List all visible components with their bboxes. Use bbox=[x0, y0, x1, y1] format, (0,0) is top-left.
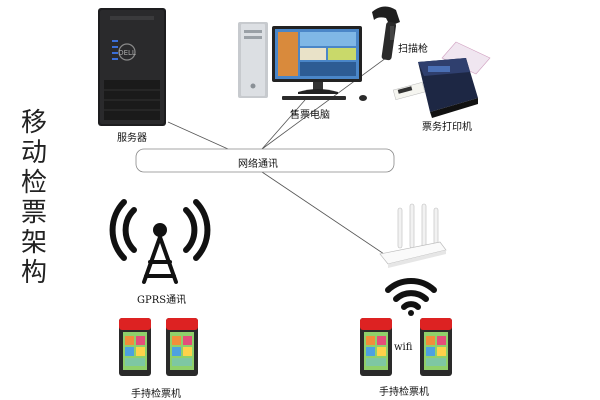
server-icon: DELL bbox=[98, 8, 166, 126]
gprs-label: GPRS通讯 bbox=[137, 295, 187, 306]
connection-lines bbox=[167, 54, 391, 259]
handheld-device-left-2 bbox=[166, 318, 198, 376]
title-char: 动 bbox=[20, 138, 47, 168]
handheld-device-left-1 bbox=[119, 318, 151, 376]
handheld-device-right-2 bbox=[420, 318, 452, 376]
title-char: 票 bbox=[20, 198, 47, 228]
pc-tower-icon bbox=[238, 22, 268, 98]
network-box bbox=[135, 148, 395, 173]
scanner-icon bbox=[372, 6, 400, 61]
wifi-label: wifi bbox=[394, 342, 413, 353]
network-label: 网络通讯 bbox=[238, 159, 278, 170]
server-label: 服务器 bbox=[117, 133, 147, 144]
line-pc-network bbox=[261, 99, 306, 150]
diagram-title: 移 动 检 票 架 构 bbox=[14, 108, 54, 288]
line-network-router bbox=[261, 171, 391, 259]
handheld-right-label: 手持检票机 bbox=[379, 387, 429, 398]
ticket-printer-icon bbox=[392, 41, 491, 118]
title-char: 移 bbox=[20, 108, 47, 138]
title-char: 构 bbox=[20, 258, 47, 288]
wifi-router-icon bbox=[379, 203, 447, 268]
ticket-pc-label: 售票电脑 bbox=[290, 110, 330, 121]
line-server-network bbox=[167, 121, 229, 150]
handheld-left-label: 手持检票机 bbox=[131, 389, 181, 400]
line-scanner-network bbox=[261, 54, 391, 150]
wifi-signal-icon bbox=[385, 278, 437, 316]
scanner-label: 扫描枪 bbox=[398, 44, 428, 55]
svg-text:DELL: DELL bbox=[118, 49, 136, 57]
title-char: 架 bbox=[20, 228, 47, 258]
monitor-icon bbox=[272, 26, 367, 101]
handheld-device-right-1 bbox=[360, 318, 392, 376]
title-char: 检 bbox=[20, 168, 47, 198]
gprs-tower-icon bbox=[109, 199, 211, 284]
ticket-printer-label: 票务打印机 bbox=[422, 122, 472, 133]
